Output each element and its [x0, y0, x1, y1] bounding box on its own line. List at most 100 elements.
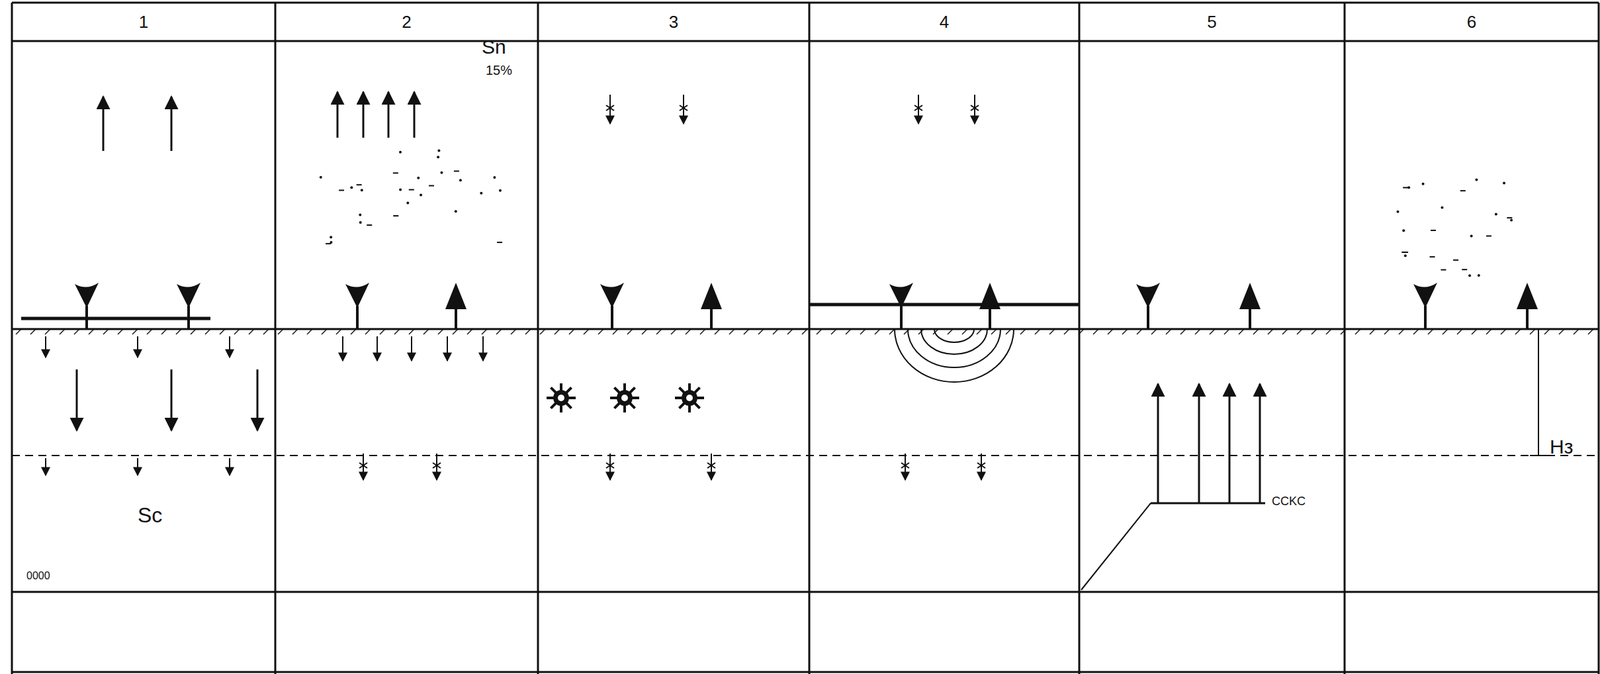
ground-hatch — [44, 328, 51, 335]
ground-hatch — [860, 328, 866, 335]
precipitation-dot — [399, 188, 402, 192]
ground-hatch — [219, 328, 225, 335]
flake-mark — [432, 462, 441, 468]
precipitation-dot — [1477, 273, 1481, 277]
ground-hatch — [1122, 328, 1128, 335]
ground-hatch — [1413, 328, 1419, 335]
ground-hatch — [117, 328, 124, 335]
aquifer-label: CCKC — [1271, 494, 1306, 507]
ground-hatch — [30, 328, 36, 335]
aquifer-line — [1150, 502, 1266, 505]
flake-mark — [359, 462, 368, 468]
ground-hatch — [263, 328, 269, 335]
arrow — [710, 453, 712, 480]
column-number: 1 — [138, 13, 149, 31]
ground-hatch — [656, 328, 662, 335]
ground-hatch — [1529, 328, 1536, 335]
precipitation-dot — [454, 209, 458, 213]
table-border — [11, 670, 1599, 673]
ground-hatch — [350, 328, 356, 335]
column-number: 6 — [1466, 13, 1477, 31]
arrow — [136, 336, 139, 358]
thaw-bowl — [921, 328, 988, 355]
thaw-bowl — [907, 328, 1001, 368]
column-number: 4 — [939, 13, 949, 31]
ground-hatch — [947, 328, 953, 335]
scale-note: 0000 — [26, 570, 51, 581]
ground-hatch — [801, 328, 808, 335]
precipitation-dot — [1429, 256, 1436, 258]
arrow — [256, 369, 259, 431]
arrow — [410, 336, 413, 361]
ground-hatch — [1165, 328, 1172, 335]
freezing-burst — [610, 383, 640, 413]
ground-hatch — [700, 328, 706, 335]
ground-hatch — [394, 328, 400, 335]
precipitation-dot — [428, 184, 435, 186]
precipitation-dot — [406, 201, 409, 204]
ground-hatch — [787, 328, 793, 335]
precipitation-dot — [1402, 228, 1405, 232]
precipitation-dot — [1468, 273, 1471, 277]
ground-hatch — [292, 328, 298, 335]
percent-note: 15% — [485, 63, 513, 77]
arrow — [609, 453, 611, 480]
flake-mark — [707, 462, 716, 468]
arrow — [980, 453, 982, 480]
precipitation-dot — [459, 178, 462, 182]
ground-hatch — [481, 328, 488, 335]
flake-mark — [606, 462, 615, 468]
ground-hatch — [714, 328, 720, 335]
soil-symbol: Sc — [137, 504, 163, 526]
arrow — [228, 336, 231, 358]
ground-hatch — [452, 328, 458, 335]
ground-hatch — [1267, 328, 1274, 335]
precipitation-dot — [325, 242, 331, 245]
flake-mark — [432, 462, 441, 468]
precipitation-dot — [1460, 189, 1466, 192]
arrow — [1228, 383, 1231, 503]
ground-hatch — [365, 328, 371, 335]
ground-hatch — [234, 328, 240, 335]
ground-hatch — [1515, 328, 1521, 335]
precipitation-dot — [359, 221, 362, 224]
precipitation-dot — [329, 240, 333, 244]
precipitation-dot — [416, 176, 420, 180]
precipitation-dot — [453, 170, 460, 172]
ground-hatch — [1005, 328, 1012, 335]
arrow — [228, 457, 231, 476]
arrow — [336, 91, 339, 138]
column-divider — [537, 2, 540, 674]
ground-hatch — [1398, 328, 1405, 335]
ground-hatch — [132, 328, 138, 335]
ground-hatch — [743, 328, 750, 335]
ground-hatch — [438, 328, 444, 335]
precipitation-dot — [1470, 234, 1473, 238]
column-header: 4 — [811, 4, 1078, 40]
column-divider — [1343, 2, 1346, 674]
table-border — [11, 590, 1599, 593]
ground-hatch — [962, 328, 968, 335]
arrow — [917, 94, 920, 124]
column-divider — [808, 2, 811, 674]
ground-hatch — [190, 328, 196, 335]
arrow — [1259, 383, 1262, 503]
precipitation-dot — [1474, 177, 1478, 181]
ground-hatch — [772, 328, 779, 335]
arrow — [342, 336, 344, 361]
ground-hatch — [845, 328, 851, 335]
arrow — [904, 453, 906, 480]
groundwater-level — [11, 454, 1599, 456]
ground-hatch — [1486, 328, 1492, 335]
arrow — [44, 457, 47, 476]
ground-hatch — [1369, 328, 1376, 335]
ground-hatch — [1209, 328, 1215, 335]
ground-hatch — [976, 328, 982, 335]
precipitation-dot — [1502, 181, 1506, 185]
ground-hatch — [307, 328, 313, 335]
ground-hatch — [1326, 328, 1332, 335]
ground-hatch — [1442, 328, 1448, 335]
precipitation-dot — [319, 176, 323, 179]
tree-symbol — [600, 282, 624, 329]
ground-hatch — [831, 328, 837, 335]
